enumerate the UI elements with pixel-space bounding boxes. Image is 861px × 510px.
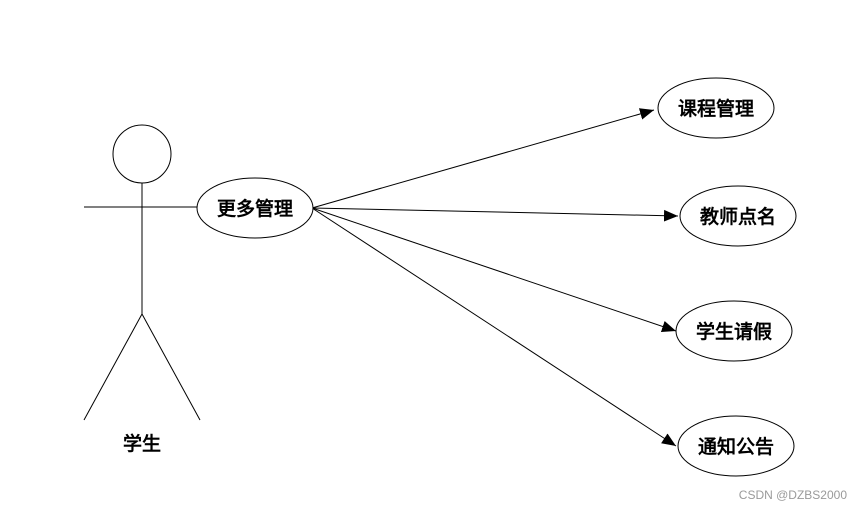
use-case-leave: 学生请假 [675,300,793,362]
use-case-leave-ellipse [675,300,793,362]
use-case-hub-ellipse [196,177,314,239]
use-case-hub-label: 更多管理 [217,197,293,220]
actor-left-leg [83,313,143,421]
use-case-course-label: 课程管理 [678,97,754,120]
use-case-course-ellipse [657,77,775,139]
use-case-hub: 更多管理 [196,177,314,239]
edge-hub-rollcall [311,207,679,222]
edge-hub-notice [311,207,677,447]
use-case-rollcall-ellipse [679,185,797,247]
use-case-course: 课程管理 [657,77,775,139]
use-case-notice: 通知公告 [677,415,795,477]
actor-student: 学生 [83,124,201,455]
relations [311,108,679,447]
actor-right-leg [141,313,201,421]
use-case-rollcall-label: 教师点名 [700,205,776,228]
watermark: CSDN @DZBS2000 [738,488,847,502]
use-case-notice-ellipse [677,415,795,477]
use-case-notice-label: 通知公告 [698,435,774,458]
use-case-leave-label: 学生请假 [696,320,772,343]
edge-hub-course [311,108,655,209]
actor-label: 学生 [123,432,161,455]
actor-head [112,124,172,184]
edge-hub-leave [311,207,677,333]
use-case-rollcall: 教师点名 [679,185,797,247]
